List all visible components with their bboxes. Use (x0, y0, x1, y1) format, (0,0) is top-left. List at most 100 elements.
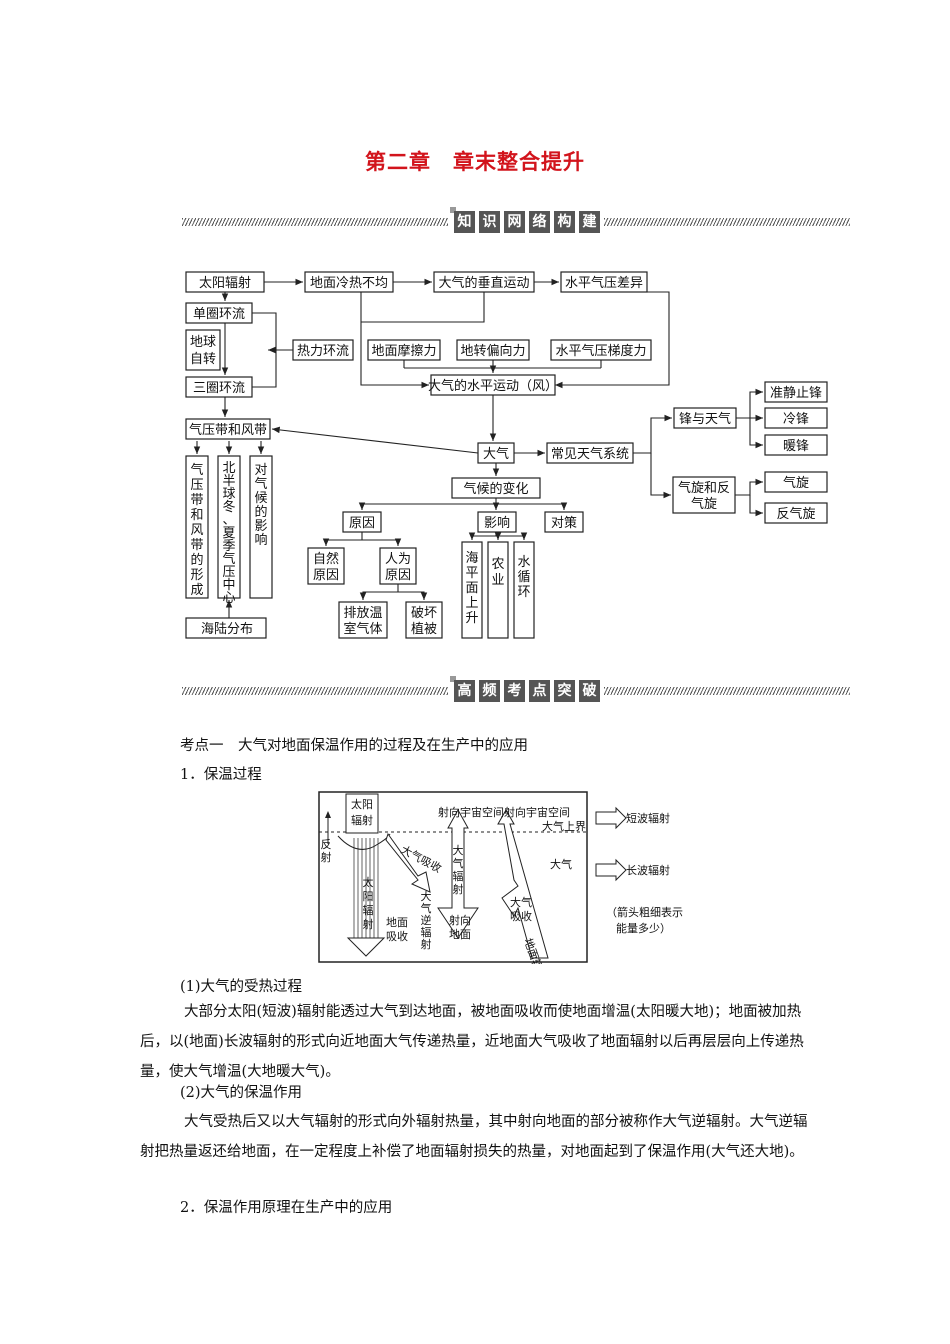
diagram-taiyang-col: 阳 (363, 890, 374, 903)
node-pianxiangli: 地转偏向力 (460, 343, 525, 359)
node-fanqixuan: 反气旋 (776, 506, 815, 522)
node-yuanyin: 原因 (349, 516, 375, 531)
node-qihou-yingxiang: 的 (254, 504, 267, 520)
diagram-taiyang-col: 辐 (363, 903, 374, 917)
node-qihou-yingxiang: 候 (254, 491, 267, 506)
node-qihou-yingxiang: 气 (254, 476, 267, 492)
node-zhunjing: 准静止锋 (770, 386, 822, 401)
node-tianqi: 常见天气系统 (551, 446, 629, 462)
node-shuiping-yundong: 大气的水平运动（风） (428, 378, 558, 394)
node-renwei-a: 人为 (385, 552, 411, 567)
node-haiping: 升 (465, 611, 478, 626)
diagram-daqi-fushe: 射 (453, 882, 464, 896)
node-banqiu: 冬 (222, 499, 235, 515)
diagram-fanshe: 射 (321, 850, 332, 864)
node-duice: 对策 (551, 515, 577, 531)
node-banqiu: 半 (222, 474, 235, 489)
node-qiyadai-xingcheng: 成 (190, 583, 203, 598)
diagram-daqi-shangjie: 大气上界 (542, 819, 586, 833)
kaodian-heading: 考点一 大气对地面保温作用的过程及在生产中的应用 (180, 738, 528, 754)
node-qiyadai-xingcheng: 带 (190, 493, 203, 508)
diagram-daqi-ni: 大 (421, 889, 432, 903)
node-qixuan-a: 气旋和反 (678, 480, 730, 496)
node-reli: 热力环流 (297, 344, 349, 359)
node-qixuan2: 气旋 (783, 475, 809, 491)
node-dimian-lengre: 地面冷热不均 (310, 276, 388, 291)
diagram-daqi-xishou2-b: 吸收 (510, 909, 532, 923)
node-shuixunhuan: 水 (517, 555, 530, 570)
node-qiyadai: 气压带和风带 (189, 422, 267, 438)
node-shuixunhuan: 环 (517, 585, 530, 600)
diagram-fanshe: 反 (321, 838, 332, 851)
node-pohuai-b: 植被 (411, 622, 437, 637)
node-qiyadai-xingcheng: 带 (190, 538, 203, 553)
diagram-daqi-label: 大气 (550, 857, 572, 871)
paragraph-1: 大部分太阳(短波)辐射能透过大气到达地面，被地面吸收而使地面增温(太阳暖大地)；… (140, 1004, 804, 1080)
diagram-taiyang-col: 太 (363, 876, 374, 889)
diagram-daqi-ni: 气 (421, 901, 432, 915)
page-title: 第二章 章末整合提升 (365, 150, 585, 174)
diagram-daqi-ni: 逆 (421, 913, 432, 927)
node-chuizhi: 大气的垂直运动 (438, 275, 529, 291)
diagram-daqi-ni: 射 (421, 937, 432, 951)
node-mocali: 地面摩擦力 (371, 343, 436, 359)
node-haiping: 面 (465, 581, 478, 596)
node-feng: 锋与天气 (679, 411, 731, 427)
diagram-taiyang-b: 辐射 (351, 813, 373, 827)
diagram-taiyang-a: 太阳 (351, 798, 373, 811)
node-banqiu: 、 (222, 513, 235, 528)
node-nuanfeng: 暖锋 (783, 439, 809, 454)
legend-note-a: （箭头粗细表示 (606, 905, 683, 919)
node-qihou-yingxiang: 对 (254, 463, 267, 478)
node-banqiu: 球 (222, 487, 235, 502)
diagram-taiyang-col: 射 (363, 917, 374, 931)
node-banqiu: 心 (222, 591, 235, 606)
node-zizhuan: 自转 (190, 352, 216, 367)
greenhouse-diagram: 射向宇宙空间 射向宇宙空间 大气上界 大气吸收 大气 地面辐射 短波辐射 长波辐… (318, 791, 683, 964)
legend-note-b: 能量多少） (616, 921, 671, 935)
node-paifang-b: 室气体 (343, 621, 382, 637)
item1-heading: 1．保温过程 (180, 767, 262, 783)
node-nongye-a: 农 (491, 557, 504, 572)
node-shuixunhuan: 循 (517, 570, 530, 585)
diagram-shexiang-dimian-a: 射向 (449, 913, 471, 927)
node-daqi: 大气 (483, 446, 509, 462)
node-haiping: 海 (465, 551, 478, 566)
legend-short: 短波辐射 (626, 811, 670, 825)
node-banqiu: 夏 (222, 526, 235, 541)
node-diqiu: 地球 (190, 335, 216, 350)
node-nongye-b: 业 (491, 573, 504, 588)
node-ziran-b: 原因 (313, 568, 339, 583)
section-header-knowledge: 知 识 网 络 构 建 (182, 207, 850, 233)
paragraph-2: 大气受热后又以大气辐射的形式向外辐射热量，其中射向地面的部分被称作大气逆辐射。大… (140, 1114, 808, 1160)
node-qihou-bianhua: 气候的变化 (463, 481, 528, 497)
node-paifang-a: 排放温 (343, 606, 382, 621)
node-qiyadai-xingcheng: 气 (190, 462, 203, 478)
diagram-shexiang-dimian-b: 地面 (449, 928, 471, 941)
item2-heading: 2．保温作用原理在生产中的应用 (180, 1200, 393, 1216)
diagram-daqi-fushe: 气 (453, 856, 464, 870)
diagram-daqi-ni: 辐 (421, 925, 432, 939)
node-qihou-yingxiang: 影 (254, 519, 267, 534)
node-yingxiang: 影响 (484, 515, 510, 531)
node-qiyadai-xingcheng: 形 (190, 568, 203, 583)
node-qiyadai-xingcheng: 压 (190, 478, 203, 493)
diagram-dimian-xishou-a: 地面 (386, 916, 408, 929)
node-danquan: 单圈环流 (193, 307, 245, 322)
node-sanquan: 三圈环流 (193, 381, 245, 396)
section-header-hotspots: 高 频 考 点 突 破 (182, 676, 850, 702)
node-banqiu: 北 (222, 461, 235, 476)
sub2-heading: (2)大气的保温作用 (180, 1085, 303, 1101)
node-qixuan-b: 气旋 (691, 496, 717, 512)
node-taiyang: 太阳辐射 (199, 275, 251, 291)
legend-long: 长波辐射 (626, 863, 670, 877)
node-renwei-b: 原因 (385, 568, 411, 583)
node-lengfeng: 冷锋 (783, 412, 809, 427)
node-qiyadai-xingcheng: 和 (190, 508, 203, 523)
diagram-dimian-xishou-b: 吸收 (386, 929, 408, 943)
diagram-daqi-xishou2-a: 大气 (510, 895, 532, 909)
node-shuiping-qiya: 水平气压差异 (565, 275, 643, 291)
sub1-heading: (1)大气的受热过程 (180, 979, 303, 995)
node-haiping: 平 (465, 566, 478, 581)
node-qiyadai-xingcheng: 风 (190, 523, 203, 538)
